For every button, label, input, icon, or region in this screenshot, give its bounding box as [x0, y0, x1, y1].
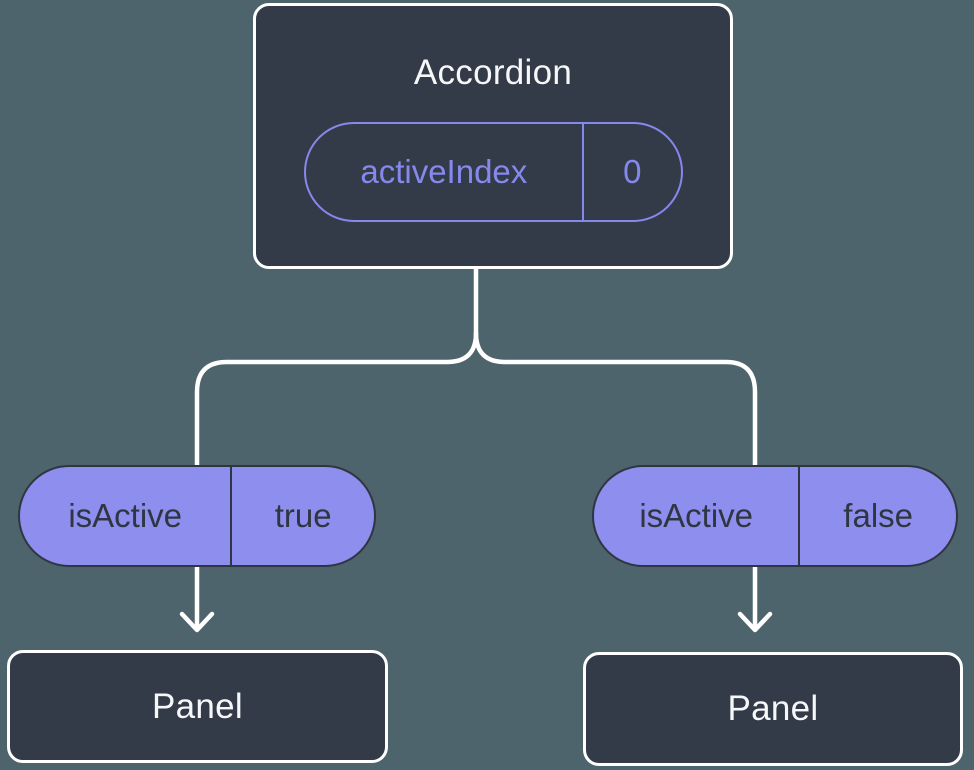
left-panel-node: Panel: [7, 650, 388, 763]
accordion-node-title: Accordion: [413, 53, 573, 92]
arrow-left-head-icon: [179, 611, 215, 633]
left-prop-name-isactive: isActive: [20, 467, 233, 565]
right-panel-node-title: Panel: [727, 689, 819, 728]
arrow-right-head-icon: [737, 611, 773, 633]
right-prop-value-false: false: [843, 497, 914, 534]
right-prop-name-isactive: isActive: [594, 467, 801, 565]
connector-stem-left-branch: [194, 264, 479, 468]
accordion-prop-pill: activeIndex 0: [303, 122, 683, 222]
left-isactive-pill: isActive true: [18, 465, 376, 567]
connector-right-branch: [473, 330, 758, 468]
accordion-node: Accordion activeIndex 0: [253, 3, 733, 269]
prop-name-activeindex: activeIndex: [306, 124, 585, 220]
right-isactive-pill: isActive false: [592, 465, 958, 567]
left-prop-value-true: true: [274, 497, 332, 534]
left-panel-node-title: Panel: [151, 686, 244, 726]
right-panel-node: Panel: [583, 652, 963, 766]
prop-value-activeindex: 0: [623, 153, 642, 190]
